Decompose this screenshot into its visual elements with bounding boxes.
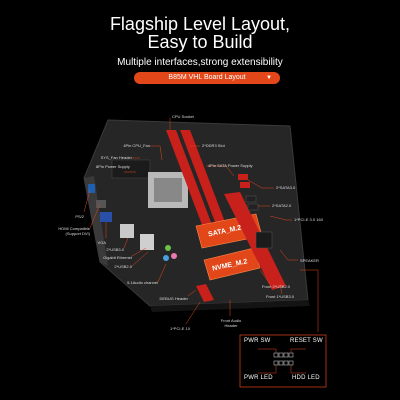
label-pcie1: 1*PCI-E 1X bbox=[170, 326, 191, 331]
label-debug: DEBUG Header bbox=[159, 296, 188, 301]
label-sys-fan: SYS_Fan Header bbox=[100, 155, 132, 160]
label-cpu-fan: 4Pin CPU_Fan bbox=[123, 143, 150, 148]
label-hdmi: HDMI Compatible (Support DVI) bbox=[58, 226, 90, 236]
pin-label-hdd-led: HDD LED bbox=[292, 375, 320, 381]
board-layout-label: B85M VHL Board Layout bbox=[168, 74, 246, 81]
label-sata2: 2*SATA2.0 bbox=[272, 203, 292, 208]
sata3-port-1 bbox=[238, 174, 248, 180]
cpu-socket-inner bbox=[154, 178, 182, 202]
sata2-port-1 bbox=[245, 195, 257, 203]
chevron-down-icon: ▼ bbox=[266, 75, 272, 81]
pcie1-slot bbox=[196, 284, 214, 302]
label-ps2: PS/2 bbox=[75, 214, 84, 219]
pin-label-reset-sw: RESET SW bbox=[290, 338, 323, 344]
hdmi-port bbox=[96, 200, 106, 208]
front-panel-pins bbox=[273, 352, 294, 366]
vga-port bbox=[100, 212, 112, 222]
page-title-line1: Flagship Level Layout, bbox=[109, 14, 291, 34]
page-subtitle: Multiple interfaces,strong extensibility bbox=[117, 57, 283, 68]
vrm-heatsink bbox=[111, 159, 151, 179]
label-usb3: 2*USB3.0 bbox=[106, 247, 124, 252]
lan-usb2-stack bbox=[140, 234, 154, 250]
label-usb2: 2*USB2.0 bbox=[114, 264, 132, 269]
board-layout-dropdown[interactable]: B85M VHL Board Layout ▼ bbox=[134, 72, 280, 84]
label-audio: 5.1Audio channel bbox=[127, 280, 158, 285]
audio-jack-blue bbox=[163, 255, 169, 261]
page-title-line2: Easy to Build bbox=[147, 32, 253, 52]
pin-label-pwr-sw: PWR SW bbox=[244, 338, 271, 344]
label-speaker: SPEAKER bbox=[300, 258, 319, 263]
label-front-usb3: Front 1*USB3.0 bbox=[266, 294, 295, 299]
audio-jack-pink bbox=[171, 253, 177, 259]
usb3-port-stack bbox=[120, 224, 134, 238]
label-front-panel: Front 2*USB2.0 bbox=[262, 284, 291, 289]
label-sata-power: 4Pin SATA Power Supply bbox=[208, 163, 253, 168]
label-cpu-power: 8Pin Power Supply bbox=[96, 164, 130, 169]
label-pcie16: 1*PCI-E 3.0 16X bbox=[294, 217, 324, 222]
ddr3-slot-2 bbox=[180, 130, 228, 230]
front-panel-pin-lines bbox=[258, 348, 306, 374]
sata3-port-2 bbox=[240, 182, 250, 188]
nvme-m2-slot bbox=[203, 247, 261, 281]
leader-lines bbox=[83, 118, 319, 332]
pcie16-slot bbox=[224, 192, 286, 290]
ddr3-slot-1 bbox=[166, 130, 214, 230]
label-front-audio: Front Audio Header bbox=[220, 318, 242, 328]
label-lan: Gigabit Ethernet bbox=[103, 255, 132, 260]
io-shield bbox=[84, 176, 108, 266]
sata2-port-2 bbox=[247, 203, 259, 211]
label-sata3: 2*SATA3.0 bbox=[276, 185, 296, 190]
label-vga: VGA bbox=[97, 240, 106, 245]
front-panel-diagram-frame bbox=[239, 334, 327, 388]
audio-jack-green bbox=[165, 245, 171, 251]
label-cpu-socket: CPU Socket bbox=[172, 114, 194, 119]
label-ddr3-slot: 2*DDR3 Slot bbox=[202, 143, 225, 148]
ps2-port bbox=[88, 184, 95, 193]
chipset bbox=[255, 231, 273, 249]
pin-label-pwr-led: PWR LED bbox=[244, 375, 273, 381]
